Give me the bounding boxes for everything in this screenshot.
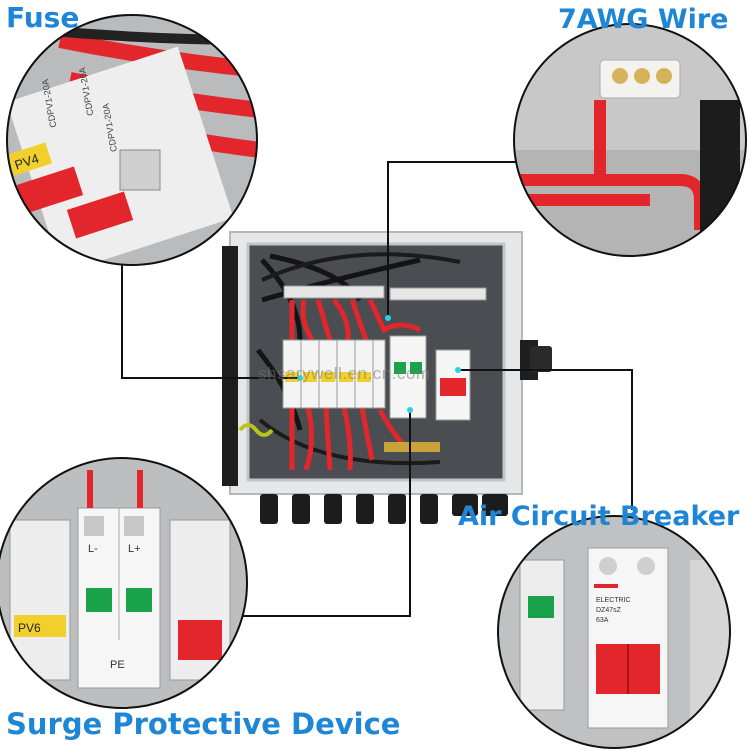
fuse-label: Fuse bbox=[6, 1, 80, 34]
wire-label: 7AWG Wire bbox=[558, 4, 729, 35]
spd-pole-plus: L+ bbox=[128, 543, 141, 555]
breaker-label: Air Circuit Breaker bbox=[458, 501, 740, 532]
fuse-closeup: PV4 CDPV1-20A CDPV1-20A CDPV1-20A bbox=[6, 14, 258, 266]
combiner-box bbox=[222, 231, 552, 524]
watermark: shsarywell.en.cn.com bbox=[258, 364, 431, 383]
breaker-closeup: ELECTRIC DZ47sZ 63A bbox=[497, 515, 731, 749]
spd-pe: PE bbox=[110, 659, 125, 671]
breaker-rating: 63A bbox=[596, 617, 609, 624]
wire-closeup bbox=[513, 23, 747, 257]
breaker-model: DZ47sZ bbox=[596, 607, 622, 614]
spd-closeup: PV6 L- L+ PE bbox=[0, 457, 248, 709]
breaker-brand: ELECTRIC bbox=[596, 597, 631, 604]
spd-pole-minus: L- bbox=[88, 543, 98, 555]
spd-tag: PV6 bbox=[18, 621, 41, 635]
callout-leaders bbox=[121, 161, 633, 617]
fuse-tag: PV4 bbox=[13, 151, 41, 173]
spd-label: Surge Protective Device bbox=[6, 707, 401, 741]
